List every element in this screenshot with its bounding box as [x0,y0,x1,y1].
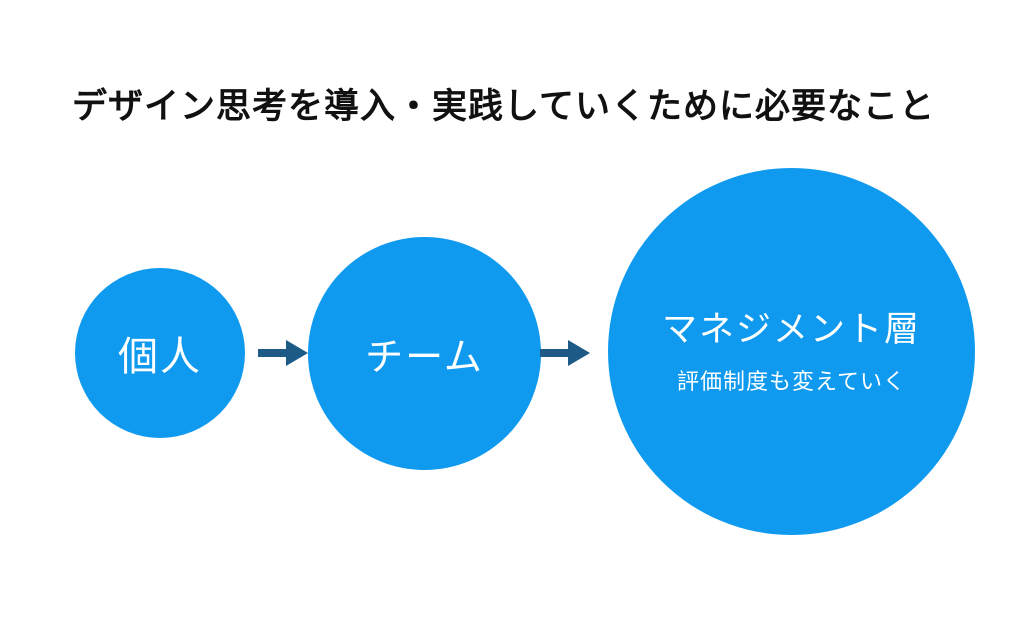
stage-individual-circle: 個人 [75,268,245,438]
stage-individual-label: 個人 [118,334,202,380]
stage-management-circle: マネジメント層 評価制度も変えていく [608,168,975,535]
stage-team-circle: チーム [308,237,541,470]
stage-management-label: マネジメント層 [661,310,921,350]
arrow-right-icon [258,340,308,366]
stage-team-label: チーム [365,335,484,379]
diagram-title: デザイン思考を導入・実践していくために必要なこと [72,87,935,127]
stage-management-sublabel: 評価制度も変えていく [677,370,906,395]
arrow-right-icon [540,340,590,366]
